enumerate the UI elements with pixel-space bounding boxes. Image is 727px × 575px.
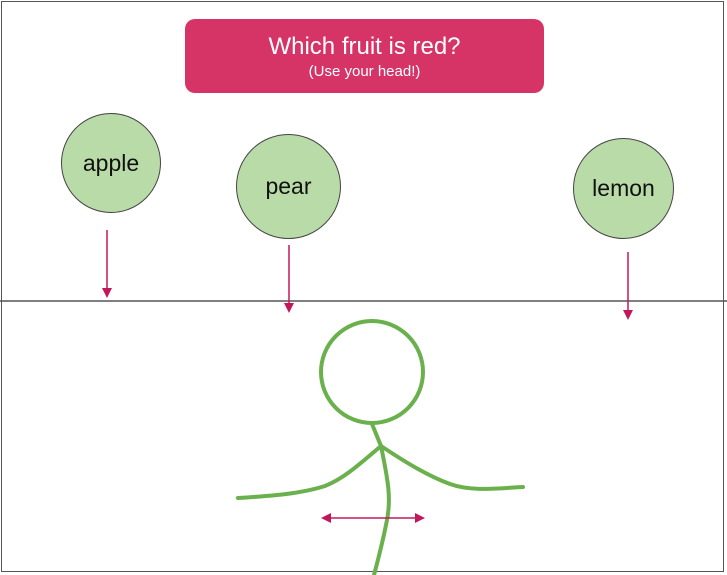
stick-figure-arm-left xyxy=(236,444,383,500)
fruit-apple[interactable]: apple xyxy=(61,113,161,213)
stick-figure-body xyxy=(372,444,391,575)
stick-figure-icon[interactable] xyxy=(236,319,525,575)
fruit-label-apple: apple xyxy=(82,149,140,176)
fruit-label-lemon: lemon xyxy=(592,175,655,201)
stick-figure-arm-right xyxy=(379,444,525,491)
stick-figure-head xyxy=(319,319,425,425)
question-banner: Which fruit is red? (Use your head!) xyxy=(185,19,544,93)
fruit-label-pear: pear xyxy=(265,173,312,199)
question-hint: (Use your head!) xyxy=(308,63,421,80)
question-title: Which fruit is red? xyxy=(268,33,461,60)
fruit-pear[interactable]: pear xyxy=(236,134,341,239)
fruit-lemon[interactable]: lemon xyxy=(573,138,674,239)
stick-figure-neck xyxy=(370,422,383,448)
